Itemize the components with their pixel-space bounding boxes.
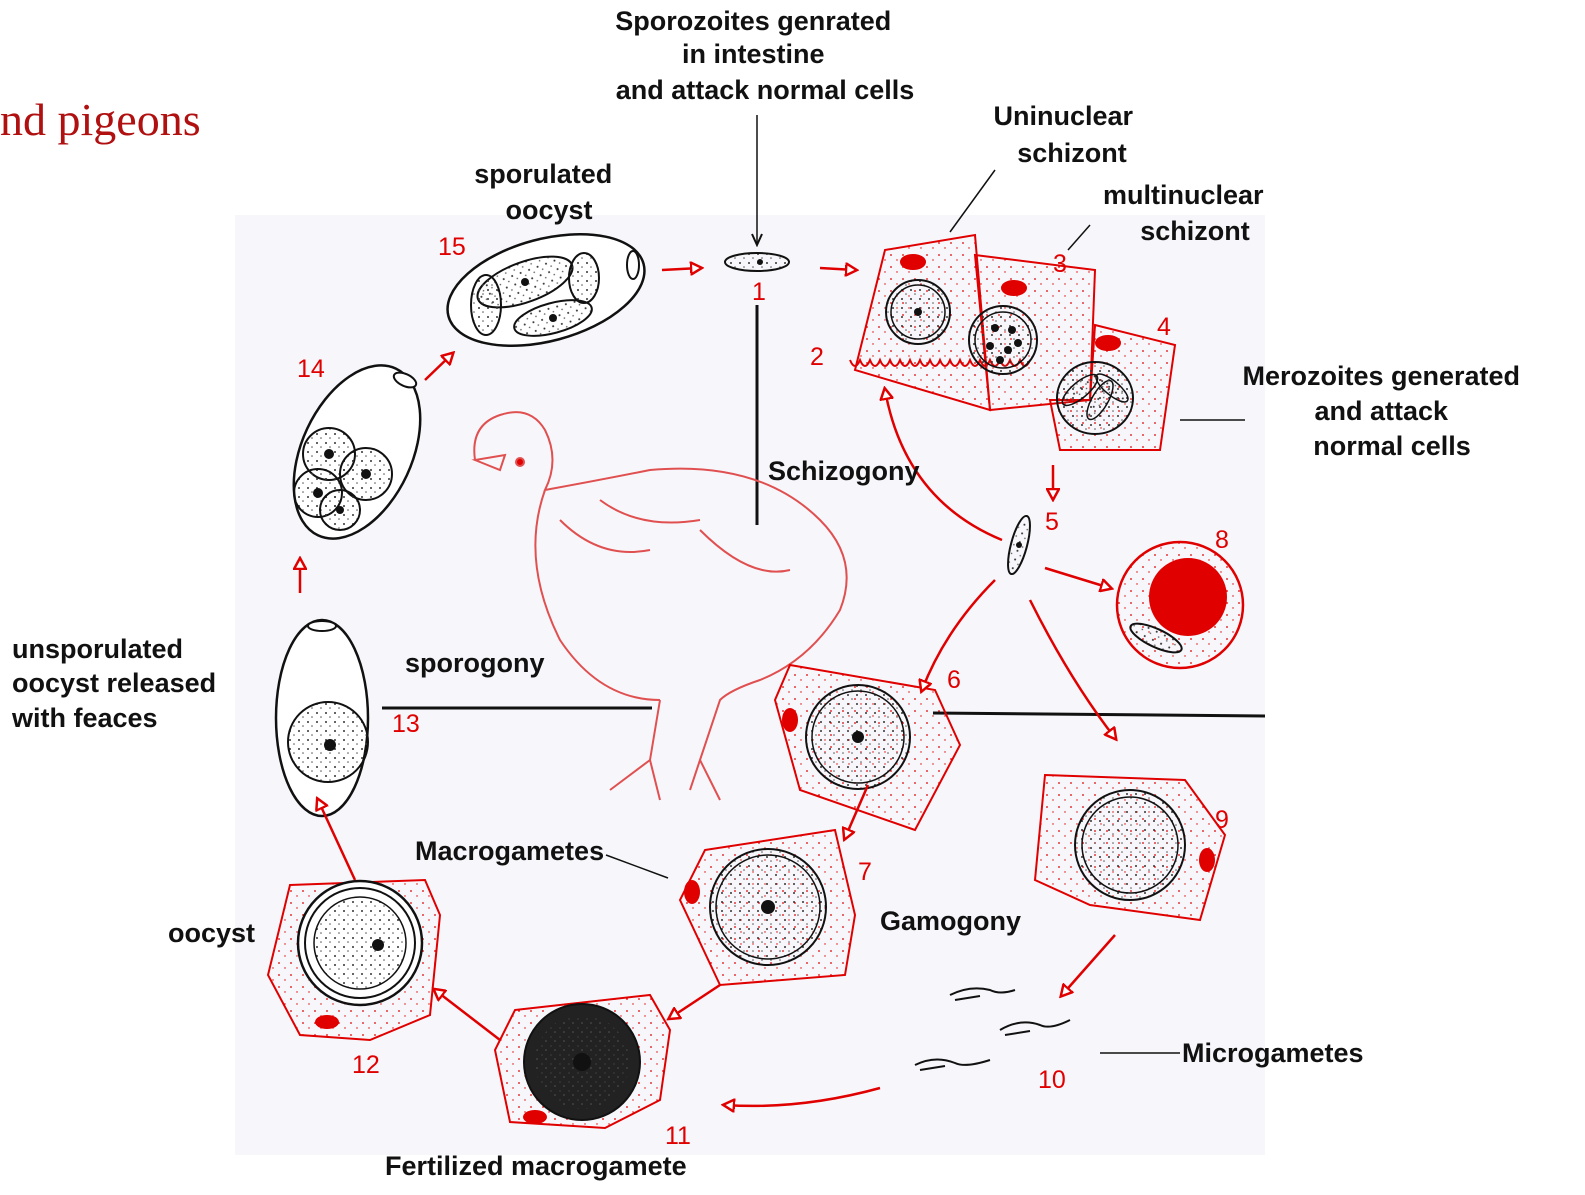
label-unsporulated-oocyst: unsporulated oocyst released with feaces <box>11 634 224 733</box>
stage-number-7: 7 <box>858 858 872 886</box>
label-merozoites: Merozoites generated and attack normal c… <box>1242 361 1527 461</box>
stage-number-3: 3 <box>1053 250 1067 278</box>
stage-number-12: 12 <box>352 1051 380 1079</box>
fertilized-macrogamete-stage-11 <box>495 995 670 1128</box>
stage-number-4: 4 <box>1157 313 1171 341</box>
merozoite-schizont-cell <box>1057 362 1133 434</box>
unsporulated-oocyst-stage-13 <box>276 620 368 816</box>
multinuclear-schizont-cell <box>969 306 1037 374</box>
label-sporogony: sporogony <box>405 648 545 678</box>
label-fertilized-macrogamete: Fertilized macrogamete <box>385 1151 687 1181</box>
stage-number-14: 14 <box>297 355 325 383</box>
stage-number-10: 10 <box>1038 1066 1066 1094</box>
stage-number-13: 13 <box>392 710 420 738</box>
label-gamogony: Gamogony <box>880 906 1021 936</box>
label-oocyst: oocyst <box>168 918 255 948</box>
stage-number-1: 1 <box>752 278 766 306</box>
label-uninuclear-schizont: Uninuclear schizont <box>993 101 1140 168</box>
oocyst-cell-stage-12 <box>268 880 440 1040</box>
stage-number-2: 2 <box>810 343 824 371</box>
stage-number-15: 15 <box>438 233 466 261</box>
sporozoite-stage-1 <box>725 253 789 271</box>
stage-number-5: 5 <box>1045 508 1059 536</box>
stage-number-11: 11 <box>665 1122 691 1150</box>
stage-number-6: 6 <box>947 666 961 694</box>
stage-number-8: 8 <box>1215 526 1229 554</box>
uninuclear-schizont-cell <box>886 280 950 344</box>
label-macrogametes: Macrogametes <box>415 836 604 866</box>
label-microgametes: Microgametes <box>1182 1038 1364 1068</box>
merozoite-in-cell-stage-8 <box>1117 542 1243 668</box>
stage-number-9: 9 <box>1215 806 1229 834</box>
page-title-fragment: nd pigeons <box>0 94 201 145</box>
label-schizogony: Schizogony <box>768 456 920 486</box>
label-sporozoites: Sporozoites genrated in intestine and at… <box>615 6 914 105</box>
